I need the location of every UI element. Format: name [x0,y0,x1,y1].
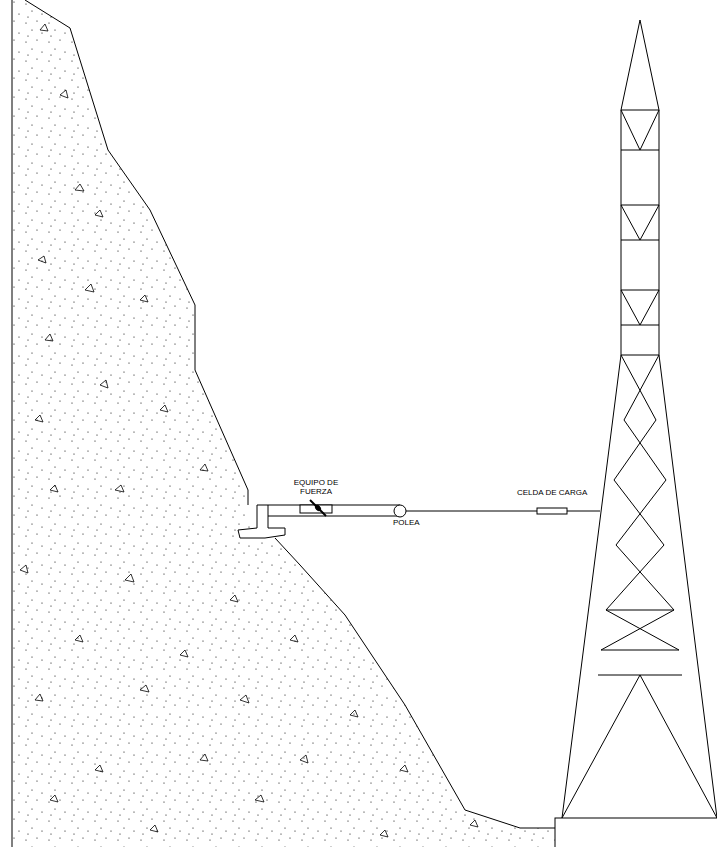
pulley-label: POLEA [393,518,420,527]
lattice-tower [562,20,717,818]
equipment-label: EQUIPO DE FUERZA [291,478,341,496]
load-cell-label: CELDA DE CARGA [517,488,587,497]
anchor-block [238,505,285,538]
cable-system [268,500,600,517]
rock-mass [12,0,555,847]
ground-base [555,818,717,847]
